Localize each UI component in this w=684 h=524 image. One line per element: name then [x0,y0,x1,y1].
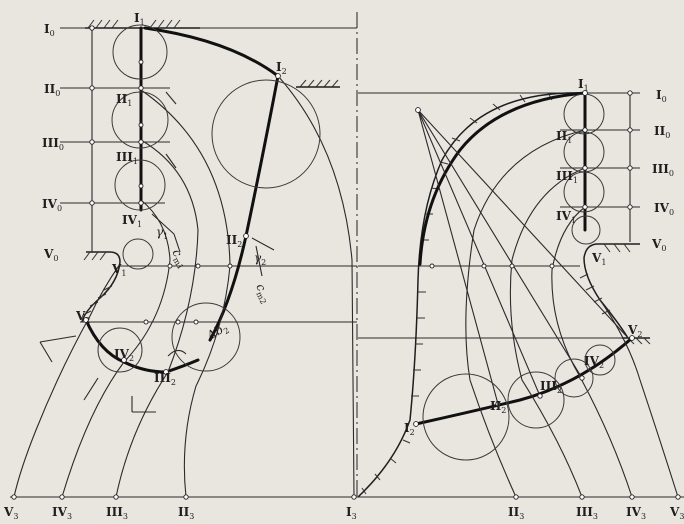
right-view-roman-labels-ii2: II2 [490,399,506,415]
left-view-roman-labels-iii2: III2 [154,371,176,387]
band-hatching [82,251,113,316]
left-view-greek-labels-db2: Δb2 [204,320,231,345]
left-view-roman-labels-i0: I0 [44,22,55,38]
flow-line-II [140,89,231,498]
right-view-bottom-labels-iii3: III3 [576,505,598,520]
right-view-roman-labels-iv2: IV2 [584,354,604,370]
right-band-hatching [579,243,651,345]
right-crown-curve [418,91,587,266]
left-view-greek-labels-gamma1: γ1 [156,225,168,241]
left-view-roman-labels-v0: V0 [43,247,58,263]
left-construction-lines [60,27,357,323]
flow-line-V [599,299,679,498]
left-view-bottom-labels-iv3: IV3 [52,505,72,520]
left-view-roman-labels-iv0: IV0 [42,197,62,213]
crown-curve [143,26,280,78]
right-view-bottom-labels-v3: V3 [669,505,684,520]
left-view-roman-labels-i1: I1 [134,11,145,27]
right-view-roman-labels-ii1: II1 [556,129,572,145]
right-view-roman-labels-v0: V0 [651,237,666,253]
right-view-roman-labels-ii0: II0 [654,124,670,140]
pivot-point [415,107,421,113]
left-view-roman-labels-iv1: IV1 [122,213,142,229]
left-view-roman-labels-v1: V1 [111,262,126,278]
right-view-roman-labels-iii1: III1 [556,169,578,185]
left-view-roman-labels-ii0: II0 [44,82,60,98]
left-points [11,25,357,500]
right-view-bottom-labels-iv3: IV3 [626,505,646,520]
flow-line-III [115,139,199,498]
left-view-roman-labels-iii0: III0 [42,136,64,152]
right-view-roman-labels-i0: I0 [656,88,667,104]
flow-line-III [509,167,586,498]
right-outlet-curve [414,336,634,426]
left-view-roman-labels-ii1: II1 [116,92,132,108]
left-view-roman-labels-v2: V2 [75,309,90,325]
band-contour [81,251,121,323]
left-view-bottom-labels-i3: I3 [346,505,357,520]
left-view-roman-labels-i2: I2 [276,60,287,76]
right-view-roman-labels-iv0: IV0 [654,201,674,217]
left-view-roman-labels-iii1: III1 [116,150,138,166]
left-view-bottom-labels-v3: V3 [3,505,18,520]
right-flow-lines [465,129,679,498]
right-view-bottom-labels-ii3: II3 [508,505,524,520]
left-view-bottom-labels-ii3: II3 [178,505,194,520]
right-view-roman-labels-i2: I2 [404,421,415,437]
flow-line-IV [551,206,633,498]
left-view-greek-labels-cm2: cm2 [251,281,274,305]
right-view-roman-labels-v2: V2 [627,323,642,339]
right-view-roman-labels-iv1: IV1 [556,209,576,225]
right-view-roman-labels-iii2: III2 [540,379,562,395]
left-view-roman-labels-iv2: IV2 [114,347,134,363]
left-view [10,12,360,500]
right-view-roman-labels-i1: I1 [578,77,589,93]
right-points [413,90,681,500]
flow-line-II [465,129,586,498]
right-outer-contour [357,92,586,498]
right-view [357,90,684,500]
left-view-greek-labels-gamma2: γ2 [254,251,266,267]
outlet-curve [84,318,200,374]
hub-hatching [85,19,340,88]
left-view-bottom-labels-iii3: III3 [106,505,128,520]
right-band-contour [583,243,640,339]
left-circles [97,24,321,373]
left-velocity-triangles [39,91,275,413]
outer-curve-I [277,75,355,498]
left-view-roman-labels-ii2: II2 [226,233,242,249]
flow-line-IV [61,199,171,498]
flow-line-V [13,263,121,498]
right-view-roman-labels-iii0: III0 [652,162,674,178]
right-view-roman-labels-v1: V1 [591,251,606,267]
right-radial-lines [415,107,631,405]
